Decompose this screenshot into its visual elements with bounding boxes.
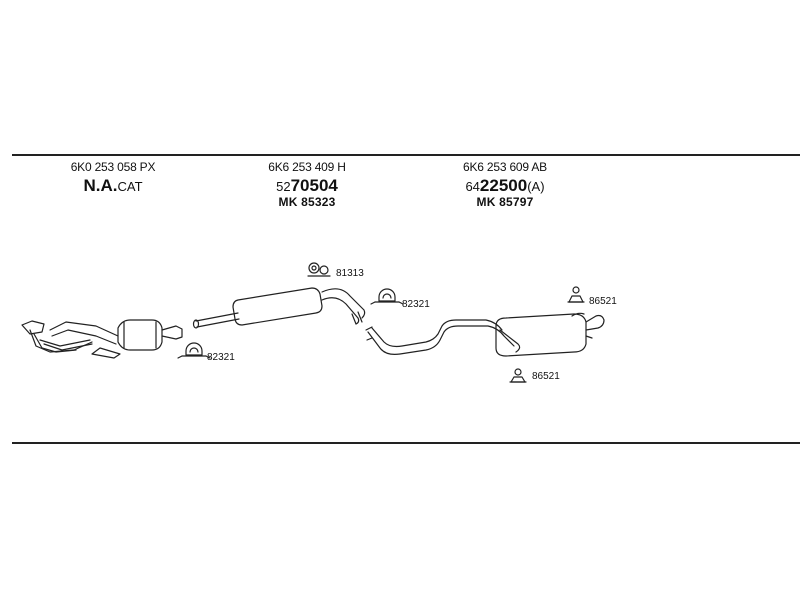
middle-silencer-mk: MK 85323 <box>252 196 362 208</box>
front-pipe-code: N.A.CAT <box>58 177 168 194</box>
front-clamp-icon <box>177 342 211 359</box>
rear-silencer-code-suffix: (A) <box>527 179 545 194</box>
rear-mount-top-callout: 86521 <box>589 296 617 307</box>
rear-silencer-mk-prefix: MK <box>476 195 496 209</box>
front-pipe-code-suffix: CAT <box>117 179 143 194</box>
middle-silencer-code: 5270504 <box>252 177 362 194</box>
rear-silencer-mk-value: 85797 <box>499 195 534 209</box>
bottom-divider-line <box>12 442 800 444</box>
rear-mount-top-icon <box>567 286 585 303</box>
middle-clamp-icon <box>370 288 404 305</box>
middle-silencer-code-main: 70504 <box>290 176 338 195</box>
rear-silencer-code: 6422500(A) <box>445 177 565 194</box>
front-pipe-code-main: N.A. <box>83 176 118 195</box>
middle-silencer <box>192 287 366 329</box>
top-divider-line <box>12 154 800 156</box>
middle-silencer-mk-value: 85323 <box>301 195 336 209</box>
rear-mount-bottom-icon <box>509 368 527 383</box>
middle-silencer-part-number: 6K6 253 409 H <box>268 160 346 174</box>
middle-clamp-callout: 82321 <box>402 299 430 310</box>
rear-mount-bottom-callout: 86521 <box>532 371 560 382</box>
middle-silencer-code-prefix: 52 <box>276 179 291 194</box>
rear-silencer-part-number: 6K6 253 609 AB <box>463 160 547 174</box>
front-clamp-callout: 82321 <box>207 352 235 363</box>
front-pipe-catalytic-converter <box>21 319 183 359</box>
rear-silencer-code-main: 22500 <box>479 176 528 195</box>
rear-silencer <box>495 312 605 357</box>
middle-silencer-mk-prefix: MK <box>278 195 298 209</box>
hanger-ring-callout: 81313 <box>336 268 364 279</box>
rear-pipe <box>365 319 515 355</box>
rear-silencer-mk: MK 85797 <box>450 196 560 208</box>
hanger-ring-icon <box>307 262 331 277</box>
front-pipe-part-number: 6K0 253 058 PX <box>70 160 156 174</box>
rear-silencer-code-prefix: 64 <box>465 179 480 194</box>
